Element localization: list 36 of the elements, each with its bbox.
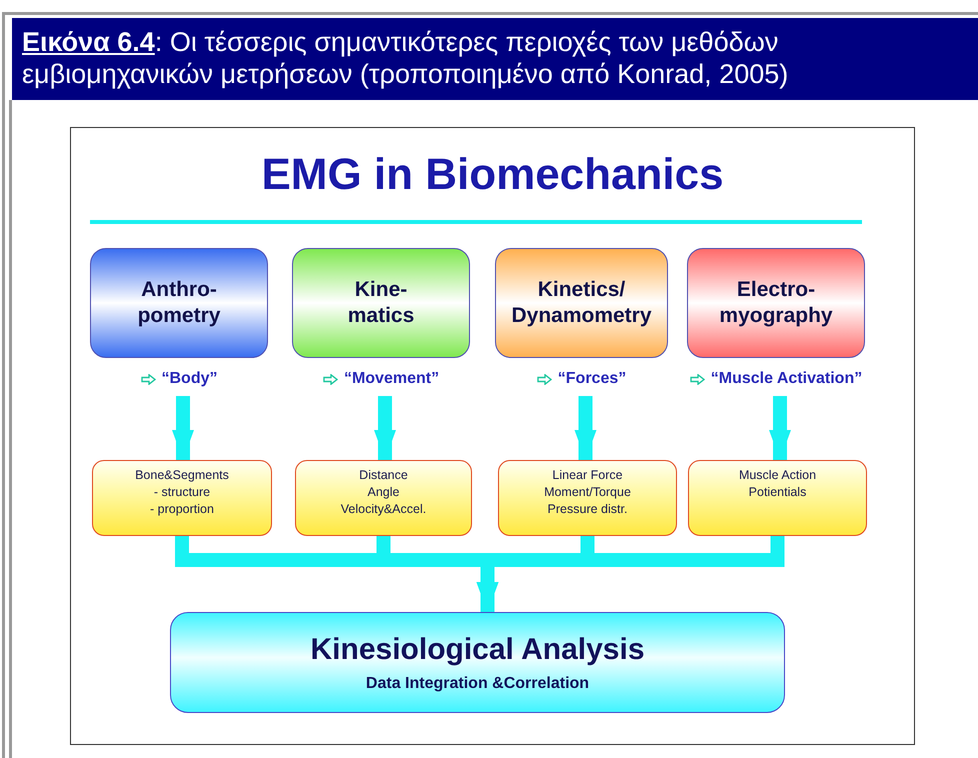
category-box bbox=[292, 248, 470, 358]
list-item: Distance bbox=[359, 467, 408, 484]
box-heading: Anthro- pometry bbox=[136, 277, 222, 329]
list-item: Velocity&Accel. bbox=[340, 501, 426, 518]
detail-box bbox=[92, 460, 272, 536]
detail-box bbox=[498, 460, 677, 536]
keyword-label: “Muscle Activation” bbox=[710, 370, 862, 388]
result-box bbox=[170, 612, 785, 713]
list-item: - proportion bbox=[150, 501, 214, 518]
list-item: - structure bbox=[154, 484, 210, 501]
list-item: Muscle Action bbox=[738, 467, 816, 484]
keyword-label: “Forces” bbox=[558, 370, 626, 388]
box-heading: Kinetics/ Dynamometry bbox=[510, 277, 653, 329]
box-heading: Electro- myography bbox=[718, 277, 834, 329]
list-item: Bone&Segments bbox=[135, 467, 229, 484]
category-box bbox=[495, 248, 668, 358]
detail-box bbox=[295, 460, 472, 536]
category-box bbox=[90, 248, 268, 358]
box-heading: Kine- matics bbox=[346, 277, 416, 329]
list-item: Linear Force bbox=[552, 467, 623, 484]
arrow bbox=[769, 396, 791, 460]
list-item: Moment/Torque bbox=[544, 484, 631, 501]
figure-title: Εικόνα 6.4: Οι τέσσερις σημαντικότερες περιοχές των μεθόδων εμβιομηχανικών μετρήσεων (τροποποιημένο από Konrad, 2005) bbox=[22, 26, 790, 90]
box-subtitle: Data Integration &Correlation bbox=[366, 674, 590, 692]
list-item: Pressure distr. bbox=[548, 501, 628, 518]
keyword-label: “Movement” bbox=[344, 370, 440, 388]
list-item: Angle bbox=[368, 484, 400, 501]
detail-box bbox=[688, 460, 867, 536]
box-heading: Kinesiological Analysis bbox=[310, 632, 644, 666]
arrow bbox=[574, 396, 596, 460]
arrow bbox=[172, 396, 194, 460]
arrow bbox=[374, 396, 396, 460]
diagram-heading: EMG in Biomechanics bbox=[260, 150, 725, 200]
category-box bbox=[687, 248, 865, 358]
keyword-label: “Body” bbox=[162, 370, 218, 388]
list-item: Potientials bbox=[748, 484, 806, 501]
